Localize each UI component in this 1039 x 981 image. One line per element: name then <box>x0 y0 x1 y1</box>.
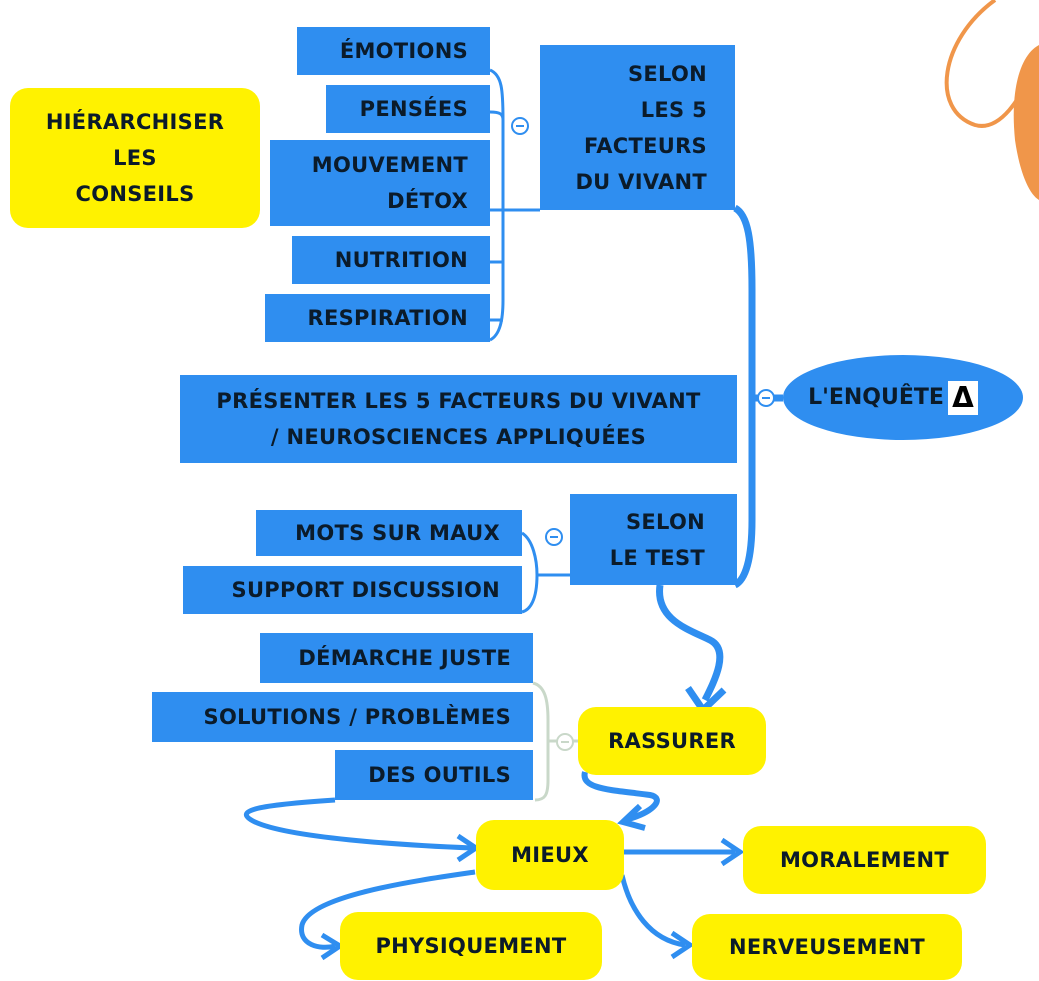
moral-label: MORALEMENT <box>779 848 950 872</box>
nervous-node[interactable]: NERVEUSEMENT <box>692 914 962 980</box>
moral-node[interactable]: MORALEMENT <box>743 826 986 894</box>
test-to-reassure-arrow <box>656 584 724 702</box>
branch-factors-line: LES 5 <box>640 97 707 122</box>
test-bracket <box>521 531 570 614</box>
orange-decoration-fill <box>1013 45 1039 200</box>
better-node[interactable]: MIEUX <box>476 820 624 890</box>
test-item-label: SUPPORT DISCUSSION <box>231 578 500 602</box>
factor-item-label: ÉMOTIONS <box>339 39 468 63</box>
branch-present-line: PRÉSENTER LES 5 FACTEURS DU VIVANT <box>216 389 701 413</box>
better-label: MIEUX <box>511 843 589 867</box>
factors-collapse-toggle[interactable] <box>511 117 529 135</box>
factors-bracket <box>489 68 540 342</box>
factor-item-label: NUTRITION <box>334 248 468 272</box>
branch-test-line: LE TEST <box>609 545 705 570</box>
hierarchy-note-line: HIÉRARCHISER <box>45 110 225 134</box>
reassure-item-label: SOLUTIONS / PROBLÈMES <box>203 705 511 729</box>
hierarchy-note-line: CONSEILS <box>75 182 195 206</box>
root-spine <box>732 204 756 589</box>
branch-present-line: / NEUROSCIENCES APPLIQUÉES <box>270 425 647 449</box>
tools-to-better-arrow <box>243 797 473 851</box>
present-collapse-toggle[interactable] <box>757 389 775 407</box>
reassure-collapse-toggle[interactable] <box>556 733 574 751</box>
branch-test[interactable]: SELON LE TEST <box>570 494 737 585</box>
nervous-label: NERVEUSEMENT <box>729 935 925 959</box>
better-to-moral-arrowhead <box>720 837 745 867</box>
physical-node[interactable]: PHYSIQUEMENT <box>340 912 602 980</box>
factor-item-breathing[interactable]: RESPIRATION <box>265 294 490 342</box>
factor-item-label: PENSÉES <box>359 97 468 121</box>
factor-item-label: RESPIRATION <box>307 306 468 330</box>
factor-item-label: DÉTOX <box>387 189 468 213</box>
physical-label: PHYSIQUEMENT <box>375 934 567 958</box>
better-to-nervous-arrowhead <box>670 930 695 960</box>
reassure-label: RASSURER <box>608 729 736 753</box>
factor-item-emotions[interactable]: ÉMOTIONS <box>297 27 490 75</box>
root-label: L'ENQUÊTE <box>808 385 944 410</box>
test-collapse-toggle[interactable] <box>545 528 563 546</box>
reassure-item-label: DES OUTILS <box>368 763 511 787</box>
better-to-physical-arrow <box>299 869 476 950</box>
branch-factors[interactable]: SELON LES 5 FACTEURS DU VIVANT <box>540 45 735 210</box>
reassure-item-label: DÉMARCHE JUSTE <box>298 646 511 670</box>
hierarchy-note[interactable]: HIÉRARCHISER LES CONSEILS <box>10 88 260 228</box>
factor-item-thoughts[interactable]: PENSÉES <box>326 85 490 133</box>
better-to-nervous-arrow <box>619 874 686 948</box>
branch-test-line: SELON <box>625 509 705 534</box>
root-node[interactable]: L'ENQUÊTE Δ <box>783 355 1023 440</box>
test-item-support[interactable]: SUPPORT DISCUSSION <box>183 566 522 614</box>
delta-icon: Δ <box>947 380 978 415</box>
factor-item-movement-detox[interactable]: MOUVEMENT DÉTOX <box>270 140 490 226</box>
branch-factors-line: SELON <box>627 61 707 86</box>
reassure-item-solutions[interactable]: SOLUTIONS / PROBLÈMES <box>152 692 533 742</box>
branch-factors-line: FACTEURS <box>583 133 707 158</box>
hierarchy-note-line: LES <box>113 146 157 170</box>
reassure-item-approach[interactable]: DÉMARCHE JUSTE <box>260 633 533 683</box>
reassure-to-better-arrowhead <box>617 803 646 831</box>
reassure-node[interactable]: RASSURER <box>578 707 766 775</box>
test-item-label: MOTS SUR MAUX <box>295 521 500 545</box>
test-item-words[interactable]: MOTS SUR MAUX <box>256 510 522 556</box>
reassure-item-tools[interactable]: DES OUTILS <box>335 750 533 800</box>
branch-factors-line: DU VIVANT <box>575 169 707 194</box>
branch-present[interactable]: PRÉSENTER LES 5 FACTEURS DU VIVANT / NEU… <box>180 375 737 463</box>
factor-item-label: MOUVEMENT <box>311 153 468 177</box>
reassure-to-better-arrow <box>581 771 660 823</box>
factor-item-nutrition[interactable]: NUTRITION <box>292 236 490 284</box>
